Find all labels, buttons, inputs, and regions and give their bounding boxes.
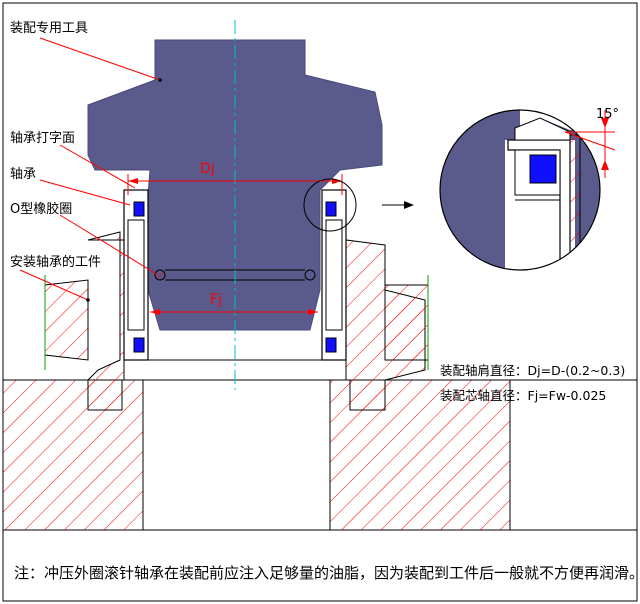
angle-label: 15° [596, 107, 619, 122]
label-workpiece: 安装轴承的工件 [10, 254, 101, 270]
workpiece-flange-right [384, 284, 429, 361]
detail-marker-circle [303, 178, 357, 232]
leader-o-ring [59, 214, 159, 276]
label-tool: 装配专用工具 [10, 21, 88, 36]
seal-bottom-left [133, 337, 145, 353]
seal-top-right [325, 201, 337, 217]
leader-marked-face [59, 144, 136, 189]
workpiece-flange-left [44, 279, 89, 361]
angle-line-a [564, 131, 616, 151]
label-marked-face: 轴承打字面 [10, 131, 75, 146]
seal-top-left [133, 201, 145, 217]
assembly-note: 注：冲压外圈滚针轴承在装配前应注入足够量的油脂，因为装配到工件后一般就不方便再润… [14, 564, 640, 582]
assembly-tool [87, 39, 383, 331]
formula-core: 装配芯轴直径：Fj=Fw-0.025 [440, 388, 606, 403]
seal-bottom-right [325, 337, 337, 353]
dj-label: Dj [200, 161, 215, 177]
o-ring-left [154, 269, 166, 281]
formula-shoulder: 装配轴肩直径：Dj=D-(0.2~0.3) [440, 363, 625, 378]
leader-tool [39, 37, 161, 81]
leader-bearing [39, 179, 131, 206]
label-bearing: 轴承 [10, 167, 36, 182]
zoom-detail [440, 110, 600, 270]
leader-workpiece [19, 269, 89, 301]
o-ring-right [304, 269, 316, 281]
label-o-ring: O型橡胶圈 [10, 201, 72, 217]
fj-label: Fj [210, 292, 222, 308]
